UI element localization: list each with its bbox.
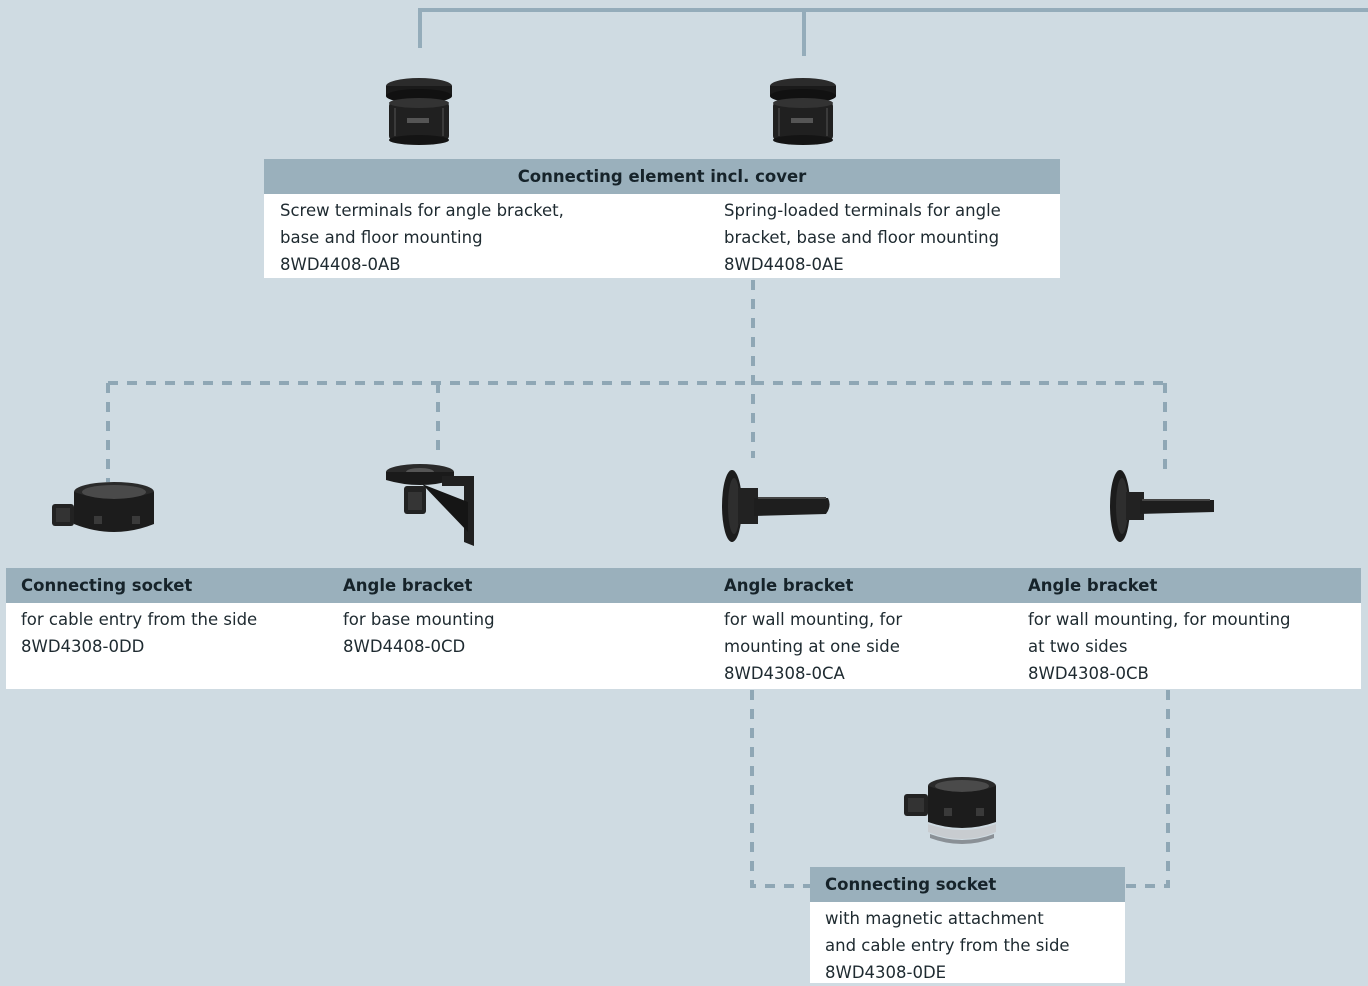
wall-bracket-two-sides-line: at two sides	[1028, 637, 1128, 656]
socket-desc: for cable entry from the side 8WD4308-0D…	[21, 606, 257, 660]
top-item-line: bracket, base and floor mounting	[724, 228, 1000, 247]
wall-bracket-one-side-desc: for wall mounting, for mounting at one s…	[724, 606, 902, 687]
top-group-header: Connecting element incl. cover	[264, 159, 1060, 194]
magnetic-socket-line: with magnetic attachment	[825, 909, 1044, 928]
base-bracket-desc-line: for base mounting	[343, 610, 495, 629]
angle-bracket-base-icon	[386, 464, 474, 546]
magnetic-socket-code: 8WD4308-0DE	[825, 963, 947, 982]
socket-desc-line: for cable entry from the side	[21, 610, 258, 629]
solid-connector-top	[418, 8, 1368, 48]
socket-code: 8WD4308-0DD	[21, 637, 145, 656]
top-item-code: 8WD4408-0AB	[280, 255, 401, 274]
socket-title: Connecting socket	[21, 576, 193, 595]
angle-bracket-wall-one-side-icon	[722, 470, 830, 542]
magnetic-socket-line: and cable entry from the side	[825, 936, 1070, 955]
wall-bracket-one-side-code: 8WD4308-0CA	[724, 664, 845, 683]
wall-bracket-one-side-line: mounting at one side	[724, 637, 900, 656]
magnetic-socket-title: Connecting socket	[825, 875, 997, 894]
base-bracket-code: 8WD4408-0CD	[343, 637, 466, 656]
middle-group-box: for cable entry from the side 8WD4308-0D…	[6, 603, 1361, 689]
top-item-screw: Screw terminals for angle bracket, base …	[280, 197, 564, 278]
connecting-element-cover-icon	[770, 78, 836, 145]
wall-bracket-two-sides-code: 8WD4308-0CB	[1028, 664, 1149, 683]
top-item-spring: Spring-loaded terminals for angle bracke…	[724, 197, 1001, 278]
wall-bracket-two-sides-desc: for wall mounting, for mounting at two s…	[1028, 606, 1291, 687]
dashed-connector-bottom-left	[750, 690, 812, 888]
angle-bracket-wall-two-sides-icon	[1110, 470, 1214, 542]
base-bracket-desc: for base mounting 8WD4408-0CD	[343, 606, 495, 660]
top-item-line: Spring-loaded terminals for angle	[724, 201, 1001, 220]
magnetic-socket-icon	[904, 777, 996, 844]
magnetic-socket-desc: with magnetic attachment and cable entry…	[825, 905, 1070, 986]
wall-bracket-two-sides-line: for wall mounting, for mounting	[1028, 610, 1291, 629]
wall-bracket-one-side-line: for wall mounting, for	[724, 610, 903, 629]
bottom-group-header: Connecting socket	[810, 867, 1125, 902]
top-item-line: base and floor mounting	[280, 228, 483, 247]
top-item-line: Screw terminals for angle bracket,	[280, 201, 564, 220]
base-bracket-title: Angle bracket	[343, 576, 473, 595]
middle-group-header: Connecting socket Angle bracket Angle br…	[6, 568, 1361, 603]
top-group-header-title: Connecting element incl. cover	[517, 167, 807, 186]
wall-bracket-one-side-title: Angle bracket	[724, 576, 854, 595]
connecting-socket-icon	[52, 482, 154, 532]
connecting-element-cover-icon	[386, 78, 452, 145]
bottom-group-box: with magnetic attachment and cable entry…	[810, 902, 1125, 983]
dashed-connector-bottom-right	[1125, 690, 1170, 888]
wall-bracket-two-sides-title: Angle bracket	[1028, 576, 1158, 595]
top-item-code: 8WD4408-0AE	[724, 255, 844, 274]
top-group-box: Screw terminals for angle bracket, base …	[264, 194, 1060, 278]
